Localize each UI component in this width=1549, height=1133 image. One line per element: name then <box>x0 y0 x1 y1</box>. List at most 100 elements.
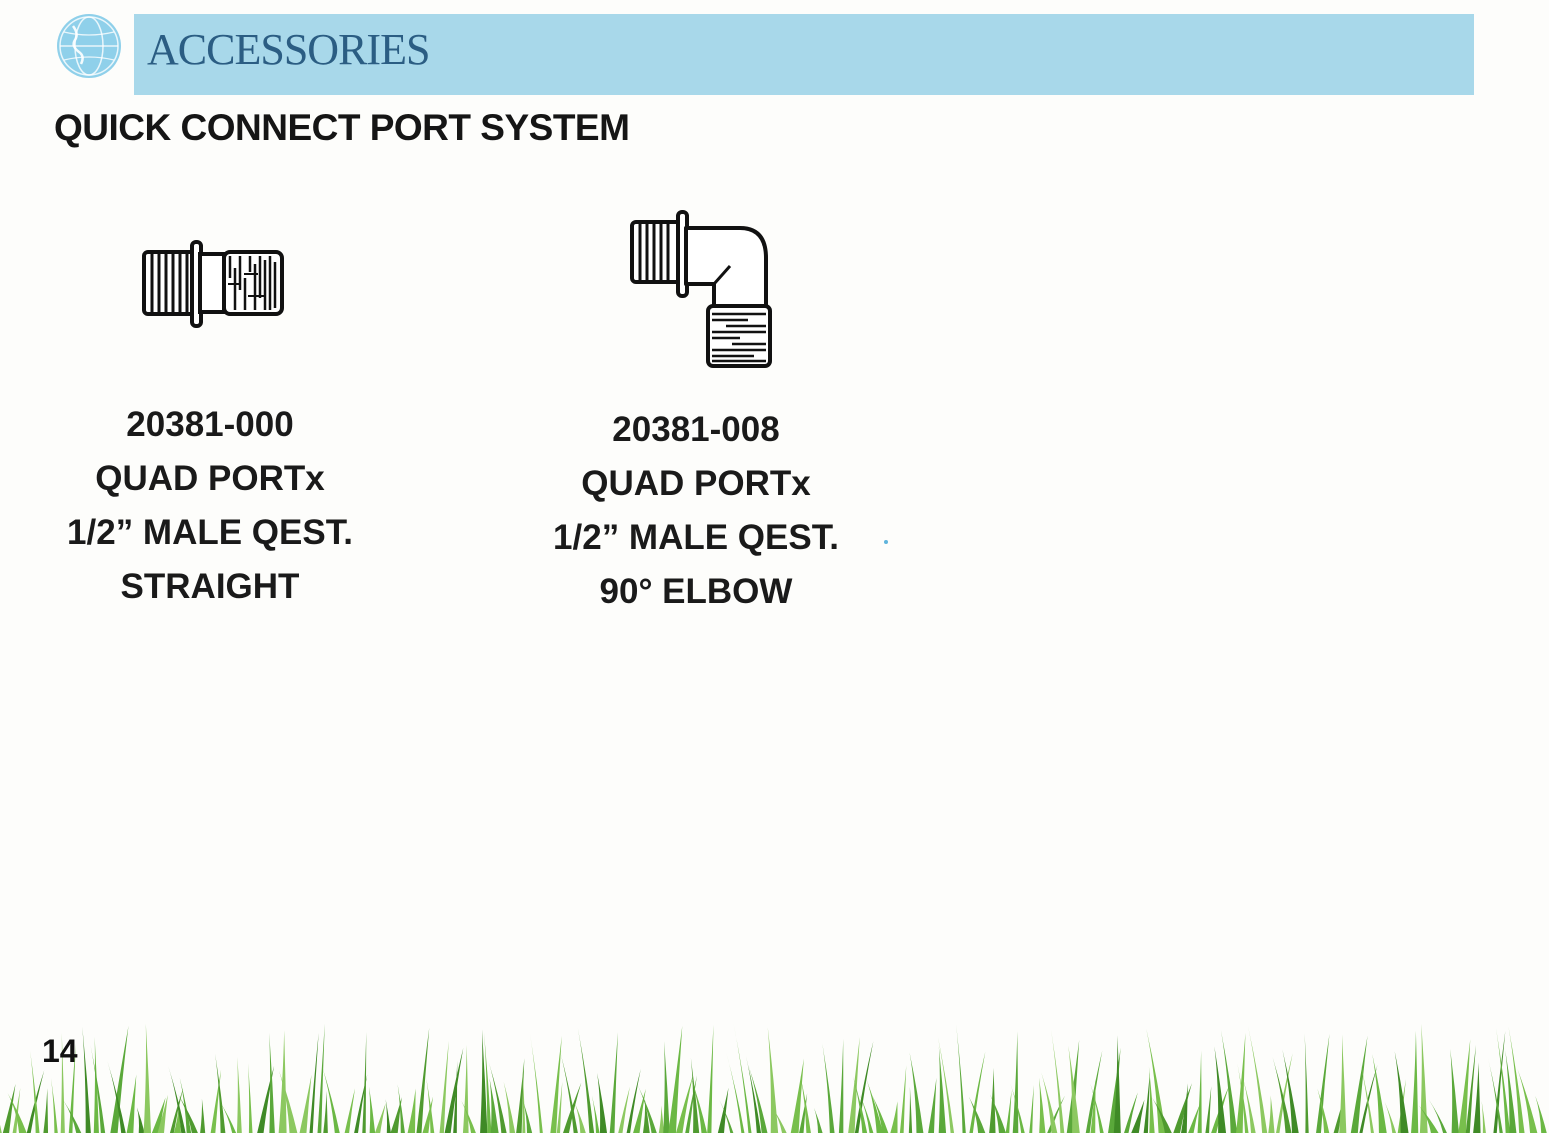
grass-blade <box>814 1107 823 1133</box>
grass-blade <box>1243 1078 1256 1133</box>
grass-blade <box>733 1023 752 1133</box>
grass-blade <box>219 1100 237 1133</box>
grass-blade <box>1481 1100 1486 1133</box>
grass-blade <box>321 1064 340 1133</box>
grass-blade <box>1005 1090 1012 1133</box>
grass-blade <box>591 1095 600 1133</box>
grass-blade <box>1394 1051 1409 1133</box>
grass-blade <box>838 1038 844 1133</box>
grass-blade <box>82 1026 91 1133</box>
grass-blade <box>257 1065 275 1133</box>
product-line: 1/2” MALE QEST. <box>553 518 839 557</box>
grass-blade <box>1151 1097 1172 1133</box>
grass-blade <box>719 1100 734 1133</box>
grass-blade <box>1372 1054 1387 1133</box>
grass-blade <box>989 1067 996 1133</box>
grass-blade <box>0 1124 2 1133</box>
grass-blade <box>690 1057 700 1133</box>
grass-blade <box>899 1065 907 1133</box>
grass-blade <box>422 1096 434 1133</box>
grass-blade <box>848 1037 860 1133</box>
grass-blade <box>935 1024 955 1133</box>
grass-blade <box>1010 1083 1025 1133</box>
grass-blade <box>609 1032 618 1133</box>
grass-blade <box>1085 1050 1103 1133</box>
grass-blade <box>43 1088 49 1133</box>
grass-blade <box>1357 1051 1374 1133</box>
grass-blade <box>90 1044 106 1133</box>
grass-blade <box>871 1094 889 1133</box>
grass-blade <box>748 1065 768 1133</box>
grass-blade <box>626 1068 641 1133</box>
grass-blade <box>1237 1063 1249 1133</box>
grass-blade <box>168 1066 186 1133</box>
grass-blade <box>890 1101 898 1133</box>
grass-blade <box>690 1075 708 1133</box>
grass-blade <box>503 1081 516 1133</box>
grass-blade <box>374 1102 386 1133</box>
grass-blade <box>1113 1035 1121 1133</box>
grass-blade <box>909 1052 924 1133</box>
grass-blade <box>480 1029 488 1133</box>
grass-blade <box>248 1063 253 1133</box>
grass-blade <box>1473 1062 1481 1133</box>
page-number: 14 <box>42 1033 78 1069</box>
grass-blade <box>516 1058 525 1133</box>
grass-blade <box>676 1075 694 1133</box>
grass-blade <box>1350 1035 1368 1133</box>
grass-blade <box>278 1070 298 1133</box>
grass-blade <box>1411 1030 1419 1133</box>
grass-blade <box>938 1046 947 1133</box>
product-line: 90° ELBOW <box>599 572 793 611</box>
grass-blade <box>453 1060 458 1133</box>
grass-blade <box>390 1097 402 1133</box>
grass-blade <box>1041 1072 1058 1133</box>
grass-blade <box>107 1060 126 1133</box>
grass-blade <box>317 1023 325 1133</box>
grass-blade <box>462 1044 469 1133</box>
grass-blade <box>726 1052 745 1133</box>
grass-blade <box>93 1036 99 1133</box>
decorative-dot <box>884 540 888 544</box>
grass-blade <box>800 1075 811 1133</box>
grass-blade <box>1148 1066 1155 1133</box>
grass-blade <box>1090 1083 1104 1133</box>
grass-blade <box>444 1047 464 1133</box>
grass-blade <box>1282 1049 1299 1133</box>
grass-blade <box>1029 1084 1034 1133</box>
grass-blade <box>1304 1033 1309 1133</box>
grass-blade <box>369 1086 376 1133</box>
grass-blade <box>2 1083 16 1133</box>
grass-blade <box>956 1024 966 1133</box>
straight-connector-icon <box>142 240 284 328</box>
grass-blade <box>642 1099 650 1133</box>
grass-blade <box>1384 1101 1397 1133</box>
grass-blade <box>1247 1025 1268 1133</box>
grass-blade <box>968 1096 986 1133</box>
grass-blade <box>577 1027 595 1133</box>
grass-blade <box>550 1035 562 1133</box>
grass-blade <box>299 1074 312 1133</box>
grass-blade <box>354 1074 368 1133</box>
grass-blade <box>1131 1099 1145 1133</box>
grass-blade <box>30 1050 40 1133</box>
grass-blade <box>157 1094 168 1133</box>
grass-blade <box>854 1041 874 1133</box>
grass-blade <box>1197 1050 1202 1133</box>
grass-blade <box>618 1086 630 1133</box>
grass-blade <box>1146 1028 1166 1133</box>
grass-blade <box>822 1043 835 1133</box>
header-bar <box>134 14 1474 95</box>
grass-blade <box>1124 1092 1138 1133</box>
grass-blade <box>529 1033 543 1133</box>
product-line: QUAD PORTx <box>581 464 811 503</box>
grass-blade <box>1316 1033 1330 1133</box>
grass-blade <box>344 1088 356 1133</box>
grass-blade <box>426 1078 435 1133</box>
grass-blade <box>1317 1088 1330 1133</box>
elbow-connector-icon <box>630 210 772 368</box>
grass-blade <box>637 1083 657 1133</box>
grass-blade <box>663 1041 670 1133</box>
grass-blade <box>1272 1056 1292 1133</box>
part-number: 20381-000 <box>126 405 294 444</box>
